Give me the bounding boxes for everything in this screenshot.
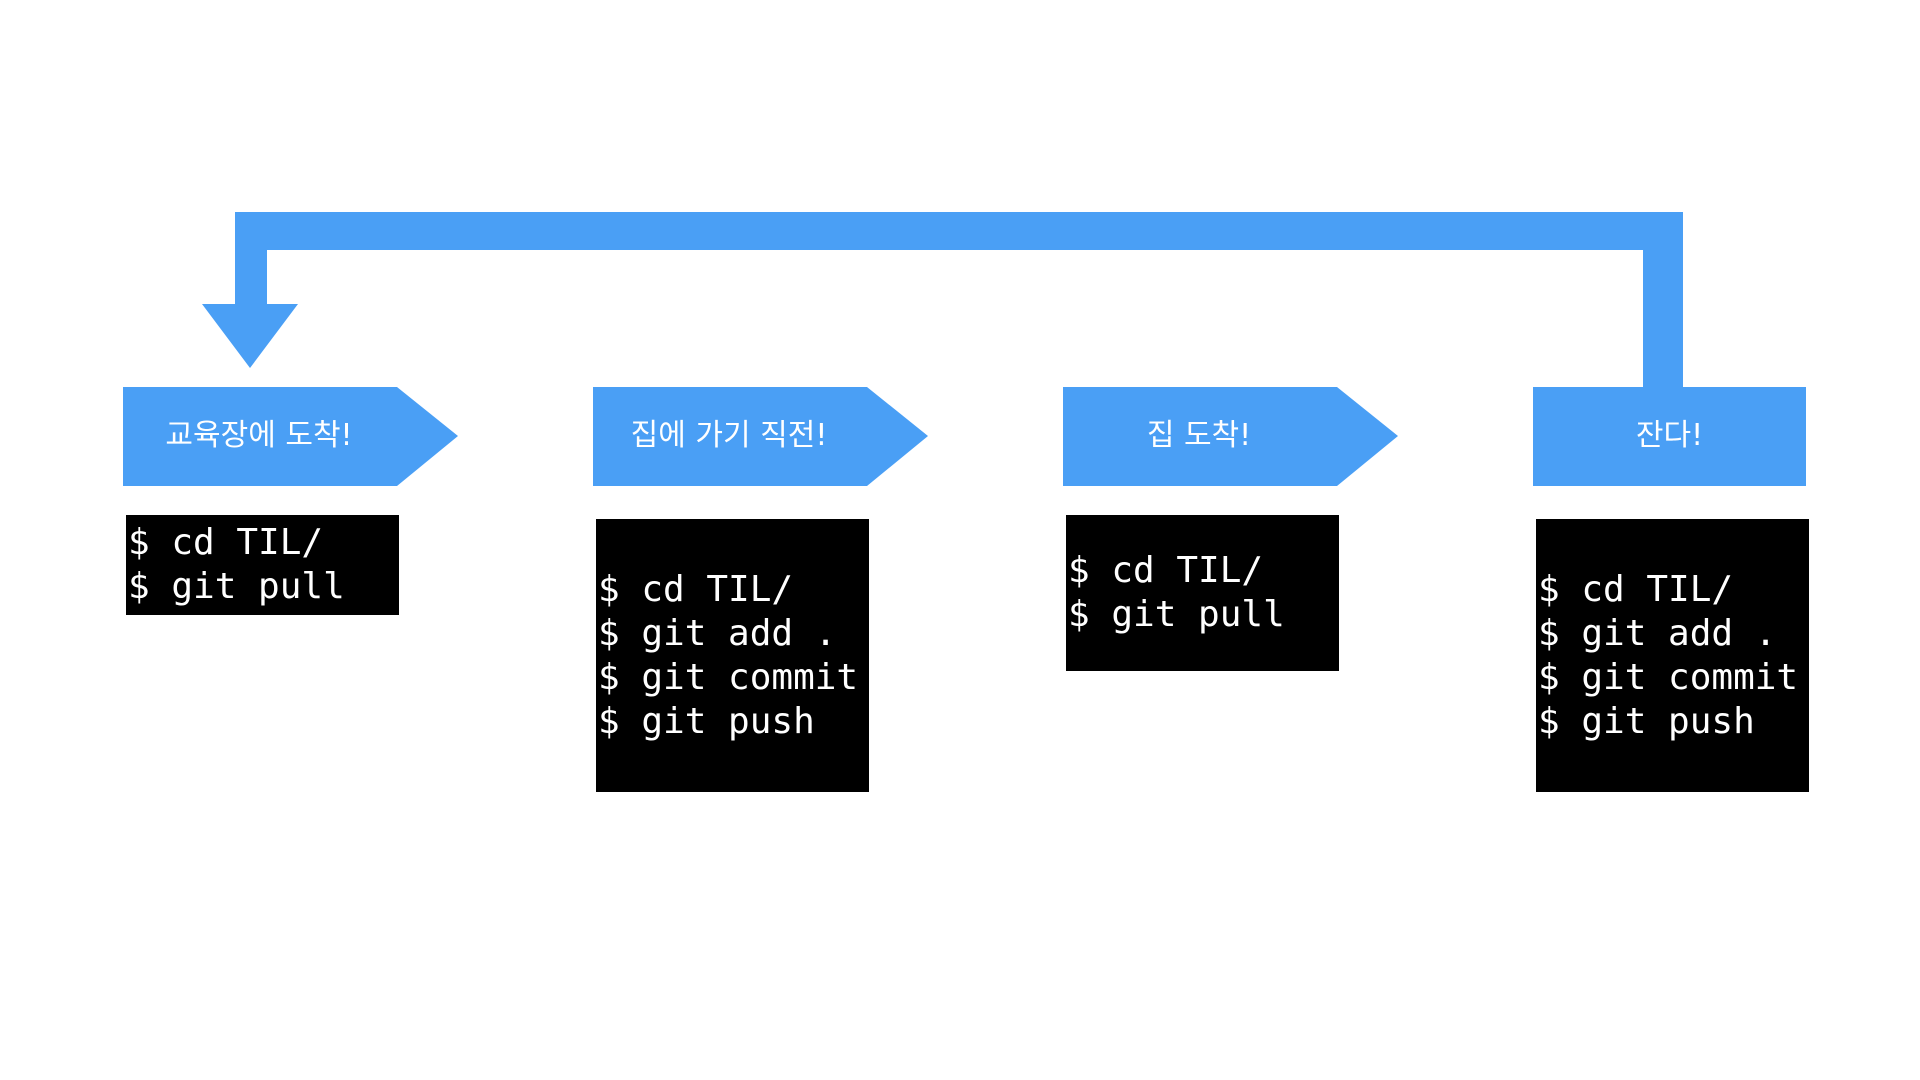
loop-back-arrow [202,212,1683,388]
step-2-label: 집에 가기 직전! [630,418,828,453]
command-line: $ git push [598,700,815,742]
command-line: $ cd TIL/ [128,522,324,563]
command-line: $ git pull [128,566,345,607]
step-1-label: 교육장에 도착! [165,418,353,453]
step-2-chevron [593,387,928,486]
command-line: $ cd TIL/ [1538,568,1734,610]
command-line: $ git pull [1068,594,1285,635]
step-1-terminal: $ cd TIL/ $ git pull [126,515,399,615]
step-2-terminal: $ cd TIL/ $ git add . $ git commit $ git… [596,519,869,792]
command-line: $ git add . [598,612,837,654]
command-line: $ cd TIL/ [1068,550,1264,591]
step-3-chevron [1063,387,1398,486]
step-3-label: 집 도착! [1146,418,1252,453]
step-4-box [1533,387,1806,486]
step-1-chevron [123,387,458,486]
command-line: $ git add . [1538,612,1777,654]
step-4-terminal: $ cd TIL/ $ git add . $ git commit $ git… [1536,519,1809,792]
command-line: $ git push [1538,700,1755,742]
step-3-terminal: $ cd TIL/ $ git pull [1066,515,1339,671]
step-4-label: 잔다! [1635,418,1704,453]
command-line: $ git commit [1538,656,1799,698]
command-line: $ cd TIL/ [598,568,794,610]
command-line: $ git commit [598,656,859,698]
